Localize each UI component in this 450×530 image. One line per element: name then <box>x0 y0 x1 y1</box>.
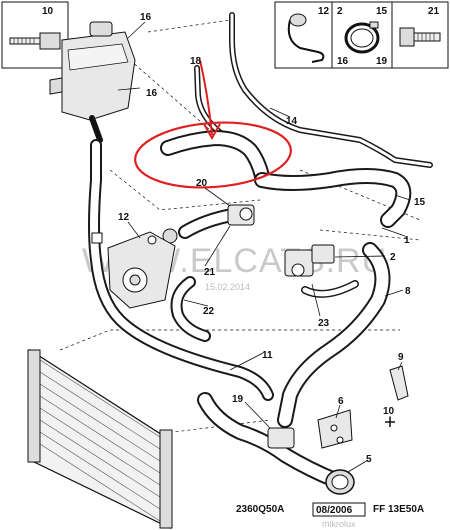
radiator <box>27 348 173 529</box>
callout-16-top: 16 <box>140 12 152 23</box>
inset-2-label: 2 <box>337 6 343 17</box>
callout-6: 6 <box>338 396 344 407</box>
callout-2: 2 <box>390 252 396 263</box>
marker-square <box>91 232 103 244</box>
footer-ref: FF 13E50A <box>373 504 424 515</box>
inset-15-label: 15 <box>376 6 388 17</box>
callout-10: 10 <box>383 406 395 417</box>
highlight-arrow-head <box>203 123 221 141</box>
water-pump <box>91 231 176 309</box>
screw-icon <box>399 27 441 47</box>
footer: 2360Q50A 08/2006 FF 13E50A mikrolux <box>236 502 424 529</box>
bracket-6 <box>317 409 353 449</box>
footer-code: 2360Q50A <box>236 504 284 515</box>
callout-22: 22 <box>203 306 215 317</box>
inset-parts: 12 2 15 16 19 21 <box>274 1 449 69</box>
leader-lines <box>117 21 411 473</box>
callout-5: 5 <box>366 454 372 465</box>
callout-18: 18 <box>190 56 202 67</box>
clip-9 <box>389 365 409 401</box>
highlight-arrow-shaft <box>199 59 213 136</box>
outlet-5 <box>325 469 355 495</box>
callout-19: 19 <box>232 394 244 405</box>
callout-16-tank: 16 <box>146 88 158 99</box>
bypass-valve <box>284 244 335 277</box>
inset-16-label: 16 <box>337 56 349 67</box>
hose-clamp-icon <box>344 21 380 54</box>
clip-icon <box>287 13 325 63</box>
inset-12-label: 12 <box>318 6 330 17</box>
inset-21-label: 21 <box>428 6 440 17</box>
callout-23: 23 <box>318 318 330 329</box>
callout-15: 15 <box>414 197 426 208</box>
inset-bolt-10: 10 <box>1 1 69 69</box>
footer-date: 08/2006 <box>316 505 353 516</box>
callout-11: 11 <box>262 350 273 361</box>
callout-20: 20 <box>196 178 208 189</box>
bolt-icon <box>9 32 61 50</box>
connector-19 <box>267 427 295 449</box>
callouts: 16 16 18 14 20 15 1 12 2 21 8 22 23 11 9… <box>118 12 426 465</box>
callout-1: 1 <box>404 235 410 246</box>
inset-10-label: 10 <box>42 6 54 17</box>
highlight-annotation <box>134 59 292 189</box>
callout-21: 21 <box>204 267 216 278</box>
inset-19-label: 19 <box>376 56 388 67</box>
callout-8: 8 <box>405 286 411 297</box>
callout-12: 12 <box>118 212 130 223</box>
expansion-tank <box>49 21 136 143</box>
footer-site: mikrolux <box>322 519 356 529</box>
tank-cap <box>89 21 113 37</box>
callout-14: 14 <box>286 116 298 127</box>
callout-9: 9 <box>398 352 404 363</box>
watermark-date: 15.02.2014 <box>205 282 250 292</box>
